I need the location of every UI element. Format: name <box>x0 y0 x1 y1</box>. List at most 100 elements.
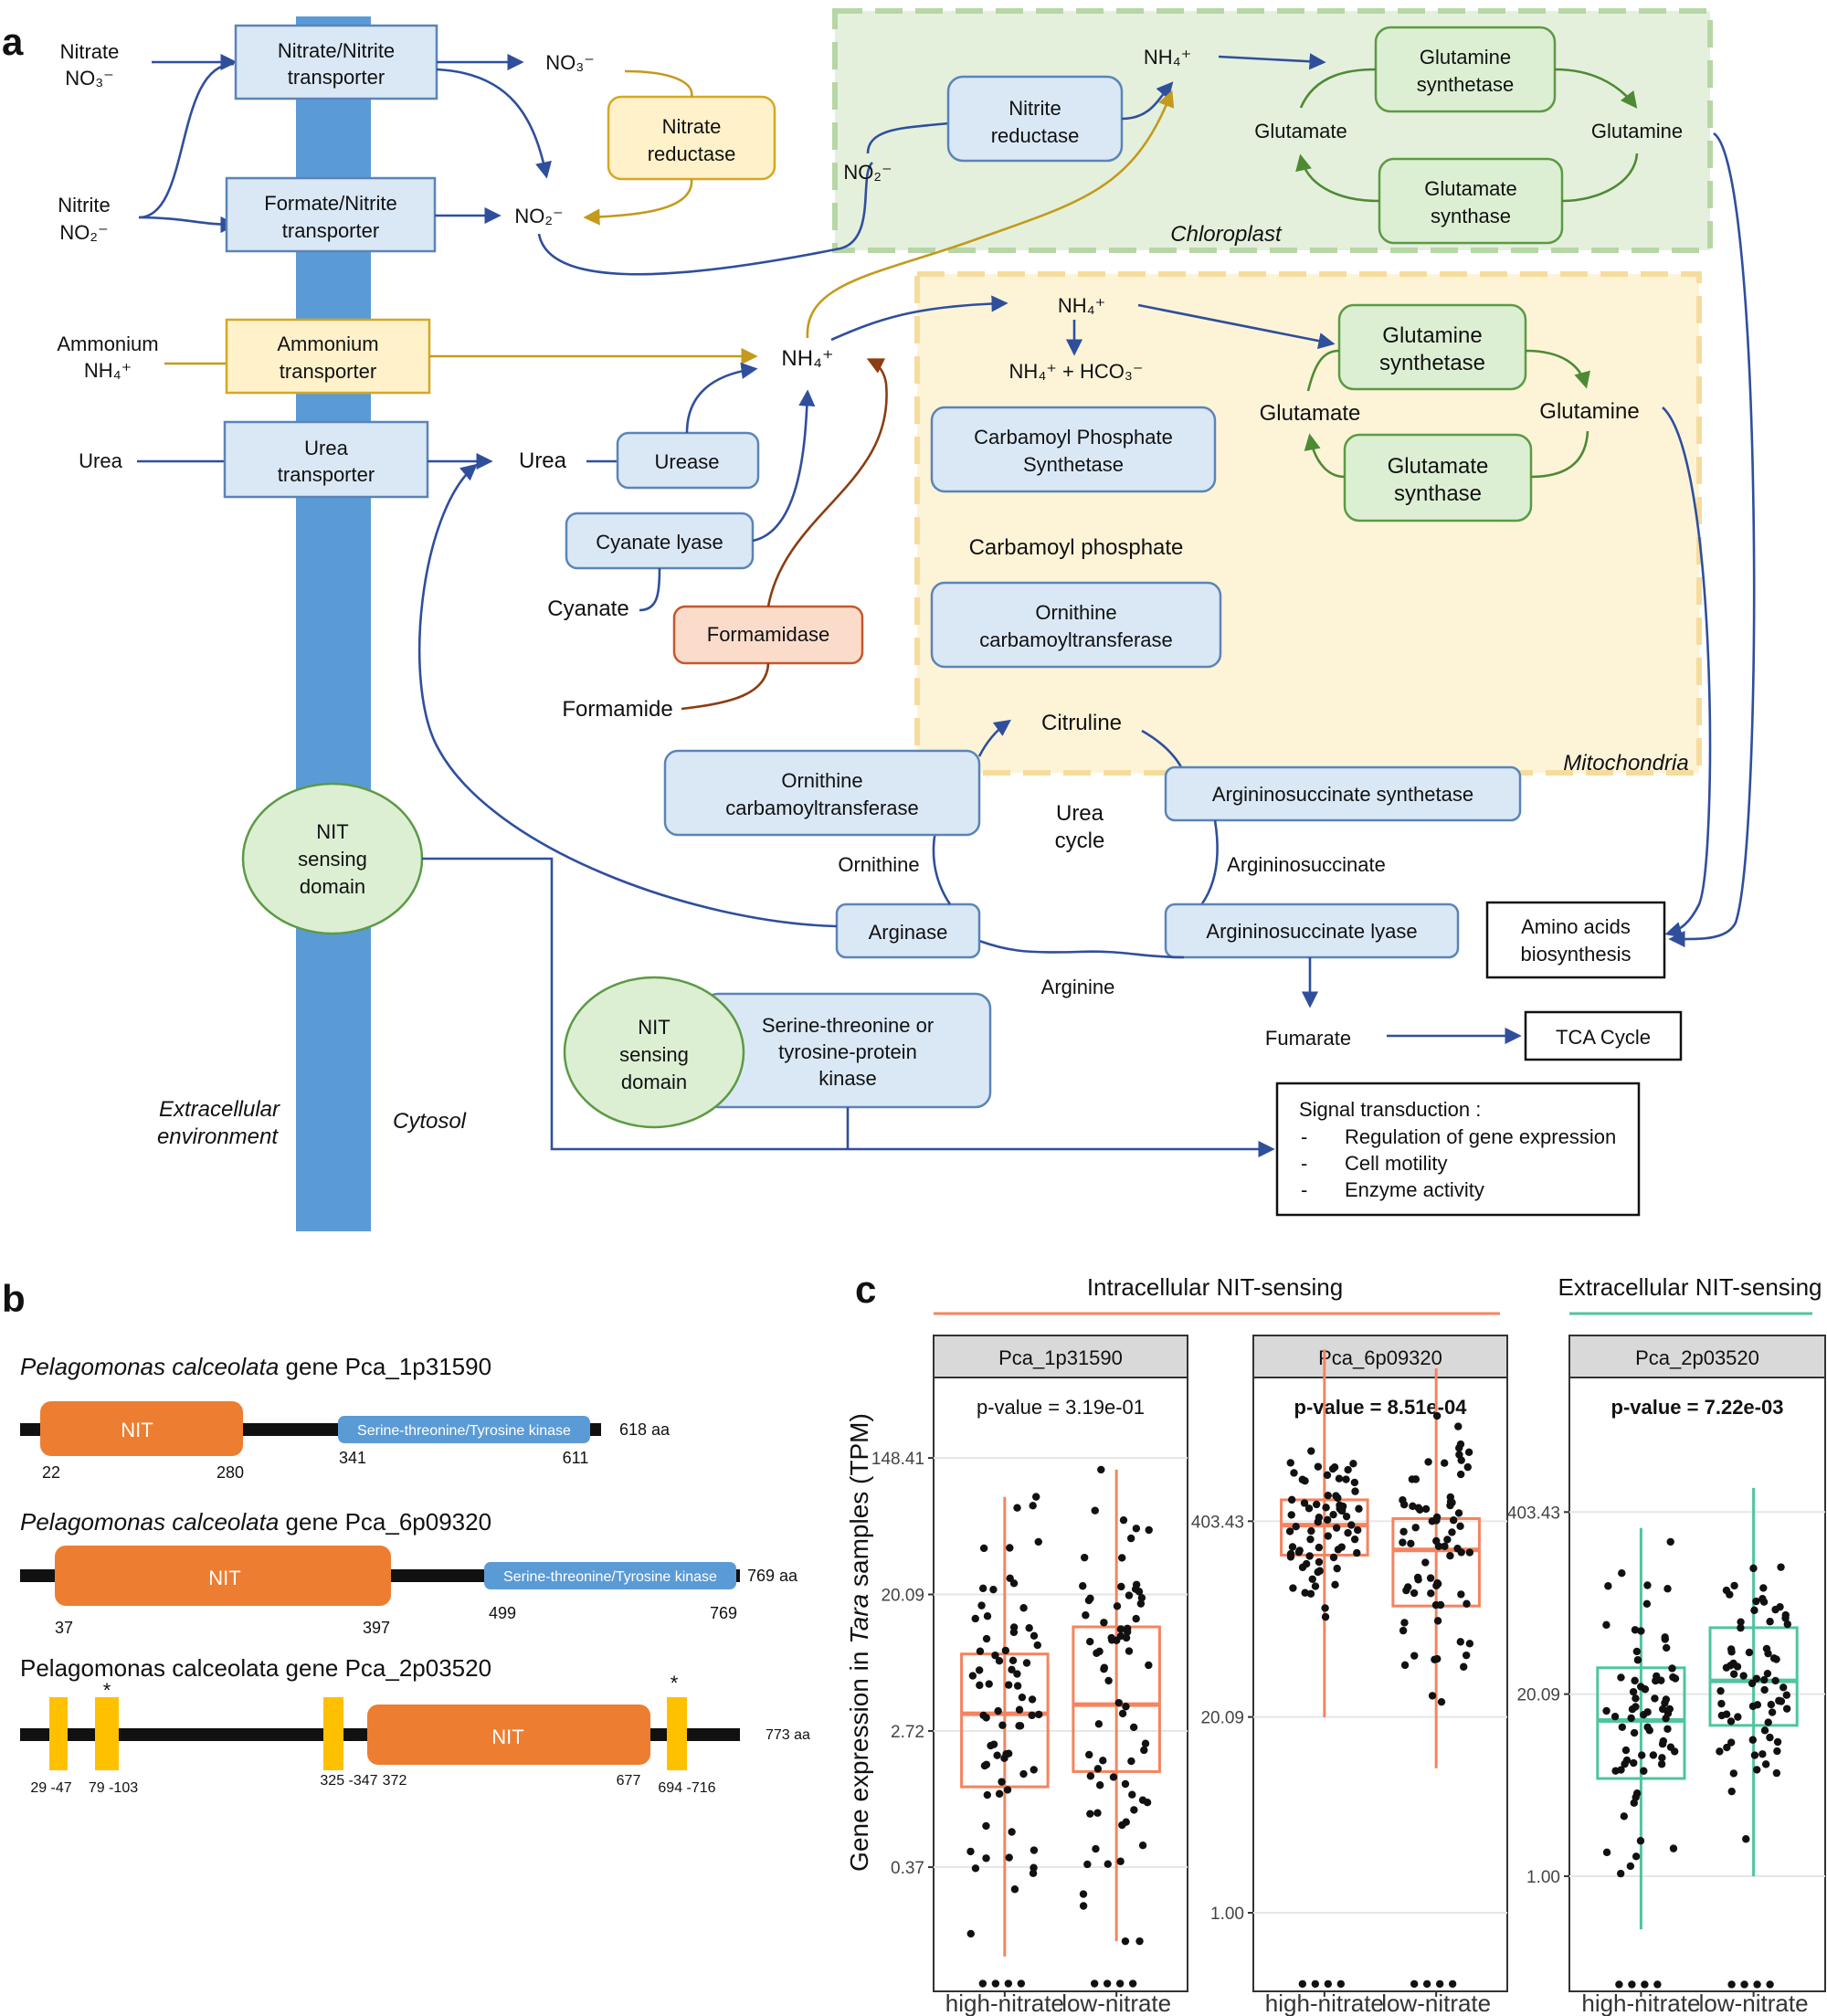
data-point <box>1085 1638 1094 1646</box>
data-point <box>1410 1979 1419 1989</box>
data-point <box>1294 1547 1304 1557</box>
data-point <box>1464 1448 1473 1457</box>
data-point <box>1602 1848 1611 1857</box>
facet-pvalue: p-value = 3.19e-01 <box>977 1396 1145 1419</box>
gene3-tm4-range: 694 -716 <box>658 1780 715 1796</box>
data-point <box>978 1584 987 1593</box>
data-point <box>1671 1747 1679 1756</box>
gene1-nit-start: 22 <box>42 1463 60 1482</box>
urea-cycle-l1: Urea <box>1056 801 1104 826</box>
data-point <box>1086 1594 1094 1603</box>
data-point <box>1749 1564 1758 1573</box>
data-point <box>1035 1710 1043 1719</box>
data-point <box>976 1681 984 1690</box>
data-point <box>1298 1563 1307 1572</box>
data-point <box>1626 1862 1635 1871</box>
data-point <box>1304 1504 1314 1513</box>
link-no2-to-chloroplast <box>537 161 874 276</box>
nit1-l2: sensing <box>298 848 367 871</box>
data-point <box>1748 1702 1758 1711</box>
data-point <box>1663 1585 1672 1593</box>
input-nitrate: Nitrate <box>60 40 120 63</box>
data-point <box>1334 1546 1343 1554</box>
data-point <box>1311 1979 1320 1989</box>
data-point <box>1649 1751 1658 1759</box>
data-point <box>1631 1626 1640 1634</box>
data-point <box>1618 1569 1626 1578</box>
data-point <box>993 1751 1001 1759</box>
data-point <box>1460 1662 1468 1671</box>
panel-label-b: b <box>2 1277 26 1320</box>
gene3-tm2-range: 79 -103 <box>89 1780 138 1796</box>
data-point <box>1722 1586 1731 1595</box>
data-point <box>1421 1504 1431 1514</box>
cytosol-no3: NO₃⁻ <box>545 51 595 74</box>
data-point <box>1104 1676 1113 1685</box>
data-point <box>983 1790 992 1800</box>
nitrate-nitrite-transporter-l2: transporter <box>288 66 385 89</box>
mito-glutamine-synthetase <box>1337 303 1527 391</box>
data-point <box>1456 1440 1465 1449</box>
data-point <box>1351 1487 1359 1495</box>
data-point <box>1764 1718 1772 1726</box>
gene2-nit-label: NIT <box>208 1567 240 1589</box>
data-point <box>1022 1659 1031 1667</box>
asl-label: Argininosuccinate lyase <box>1206 920 1417 943</box>
data-point <box>1432 1513 1442 1522</box>
gene2-nit-end: 397 <box>363 1619 390 1637</box>
data-point <box>1441 1542 1449 1550</box>
data-point <box>1126 1534 1135 1543</box>
extracellular-header: Extracellular NIT-sensing <box>1558 1273 1822 1301</box>
input-nitrate-formula: NO₃⁻ <box>65 67 114 90</box>
data-point <box>1727 1717 1736 1726</box>
data-point <box>1030 1863 1038 1872</box>
gene3-tm-1 <box>49 1697 68 1770</box>
signal-item-3: Enzyme activity <box>1345 1178 1484 1201</box>
cytosol-nh4: NH₄⁺ <box>781 346 833 371</box>
data-point <box>1729 1670 1738 1678</box>
data-point <box>1090 1979 1099 1988</box>
data-point <box>1753 1980 1761 1989</box>
gene1-kin-end: 611 <box>563 1449 589 1467</box>
data-point <box>1083 1860 1092 1869</box>
signal-item-1: Regulation of gene expression <box>1345 1125 1616 1148</box>
link-chl-gln-to-amino <box>1668 132 1756 948</box>
data-point <box>1727 1662 1735 1670</box>
ass-label: Argininosuccinate synthetase <box>1212 783 1473 806</box>
data-point <box>1315 1543 1324 1552</box>
data-point <box>1632 1647 1642 1656</box>
data-point <box>975 1666 984 1674</box>
chloroplast-no2: NO₂⁻ <box>843 161 892 184</box>
data-point <box>1752 1674 1761 1683</box>
cyt-oct-l1: Ornithine <box>781 769 862 792</box>
data-point <box>1350 1535 1359 1544</box>
data-point <box>1641 1685 1650 1694</box>
data-point <box>1028 1695 1037 1704</box>
amino-l1: Amino acids <box>1521 915 1631 938</box>
data-point <box>1323 1515 1332 1524</box>
data-point <box>1661 1635 1669 1643</box>
data-point <box>1136 1599 1146 1608</box>
signal-item-2: Cell motility <box>1345 1152 1447 1175</box>
data-point <box>1289 1584 1297 1592</box>
link-nnt-to-no2 <box>436 68 552 179</box>
data-point <box>1019 1604 1028 1612</box>
data-point <box>966 1929 975 1938</box>
data-point <box>1433 1579 1442 1589</box>
data-point <box>991 1979 1000 1988</box>
data-point <box>1342 1475 1350 1483</box>
nit2-l3: domain <box>621 1071 687 1093</box>
data-point <box>1730 1581 1738 1590</box>
data-point <box>1758 1595 1767 1603</box>
data-point <box>1771 1676 1779 1685</box>
data-point <box>1462 1651 1471 1660</box>
facet-strip <box>1252 1335 1508 1378</box>
data-point <box>994 1706 1002 1715</box>
kinase-l3: kinase <box>818 1067 877 1090</box>
data-point <box>1001 1646 1010 1655</box>
data-point <box>1745 1648 1754 1657</box>
mito-nh4: NH₄⁺ <box>1058 294 1105 317</box>
data-point <box>1407 1539 1415 1548</box>
data-point <box>1465 1640 1474 1648</box>
link-mito-nh4-to-gs <box>1137 303 1336 350</box>
